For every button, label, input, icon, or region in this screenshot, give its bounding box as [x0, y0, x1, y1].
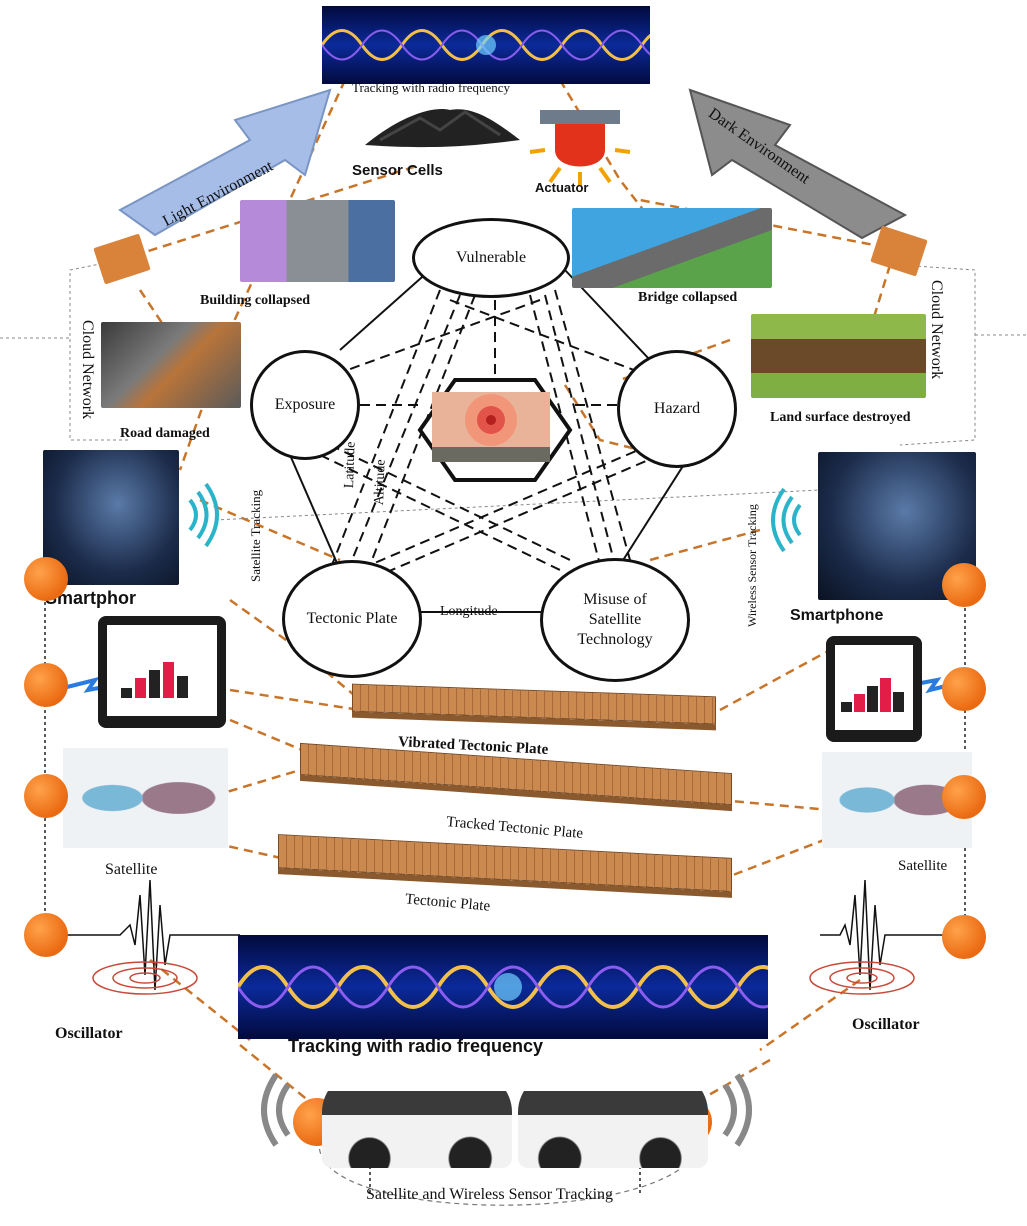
car-left: [322, 1072, 512, 1168]
car-right: [518, 1072, 708, 1168]
edge-longitude-label: Longitude: [440, 604, 498, 619]
satellite-image-left: [63, 748, 228, 848]
orange-node-dot: [24, 663, 68, 707]
edge-latitude-label: Latitude: [342, 441, 359, 489]
bridge-collapsed-image: [572, 208, 772, 288]
wireless-sensor-tracking-label: Wireless Sensor Tracking: [745, 504, 759, 627]
chart-bar: [867, 686, 878, 712]
actuator-label: Actuator: [535, 180, 589, 195]
chart-bar: [149, 670, 160, 698]
node-tectonic-plate: Tectonic Plate: [282, 560, 422, 678]
satellite-tracking-label: Satellite Tracking: [248, 489, 263, 582]
orange-node-dot: [942, 667, 986, 711]
rf-bottom-label: Tracking with radio frequency: [288, 1036, 544, 1056]
chart-bar: [841, 702, 852, 712]
satellite-right-label: Satellite: [898, 858, 948, 874]
smartphone-left-label: Smartphor: [45, 588, 137, 608]
node-misuse-satellite: Misuse of Satellite Technology: [540, 558, 690, 682]
oscillator-right-label: Oscillator: [852, 1016, 920, 1033]
cloud-network-left-label: Cloud Network: [79, 320, 96, 420]
orange-node-dot: [942, 775, 986, 819]
orange-node-dot: [942, 915, 986, 959]
orange-node-dot: [942, 563, 986, 607]
road-damaged-image: [101, 322, 241, 408]
smartphone-right: [826, 636, 922, 742]
edge-altitude-label: Altitude: [372, 459, 389, 506]
road-damaged-label: Road damaged: [120, 426, 210, 441]
smartphone-right-label: Smartphone: [790, 607, 884, 624]
chart-bar: [121, 688, 132, 698]
satellite-left-label: Satellite: [105, 861, 158, 878]
bottom-caption: Satellite and Wireless Sensor Tracking: [366, 1186, 614, 1203]
oscillator-left-label: Oscillator: [55, 1025, 123, 1042]
phone-screen-right: [835, 645, 913, 730]
rf-sine-top: [322, 29, 650, 61]
chart-bar: [163, 662, 174, 698]
land-surface-label: Land surface destroyed: [770, 410, 911, 425]
node-vulnerable: Vulnerable: [412, 218, 570, 298]
rf-sine-bottom: [238, 965, 768, 1009]
orange-node-dot: [24, 557, 68, 601]
building-collapsed-label: Building collapsed: [200, 293, 311, 308]
cloud-network-right-label: Cloud Network: [928, 280, 945, 380]
node-exposure: Exposure: [250, 350, 360, 460]
chart-bar: [135, 678, 146, 698]
bridge-collapsed-label: Bridge collapsed: [638, 290, 738, 305]
hacker-image-left: [43, 450, 179, 585]
rf-top-label: Tracking with radio frequency: [352, 80, 511, 95]
chart-bar: [893, 692, 904, 712]
land-surface-image: [751, 314, 926, 398]
rf-wave-top: [322, 6, 650, 84]
chart-bar: [854, 694, 865, 712]
orange-node-dot: [24, 913, 68, 957]
building-collapsed-image: [240, 200, 395, 282]
satellite-image-right: [822, 752, 972, 848]
chart-bar: [880, 678, 891, 712]
node-hazard: Hazard: [617, 350, 737, 468]
chart-bar: [177, 676, 188, 698]
orange-node-dot: [24, 774, 68, 818]
smartphone-left: [98, 616, 226, 728]
sensor-cells-label: Sensor Cells: [352, 162, 443, 179]
phone-screen-left: [107, 625, 217, 716]
rf-wave-bottom: [238, 935, 768, 1039]
